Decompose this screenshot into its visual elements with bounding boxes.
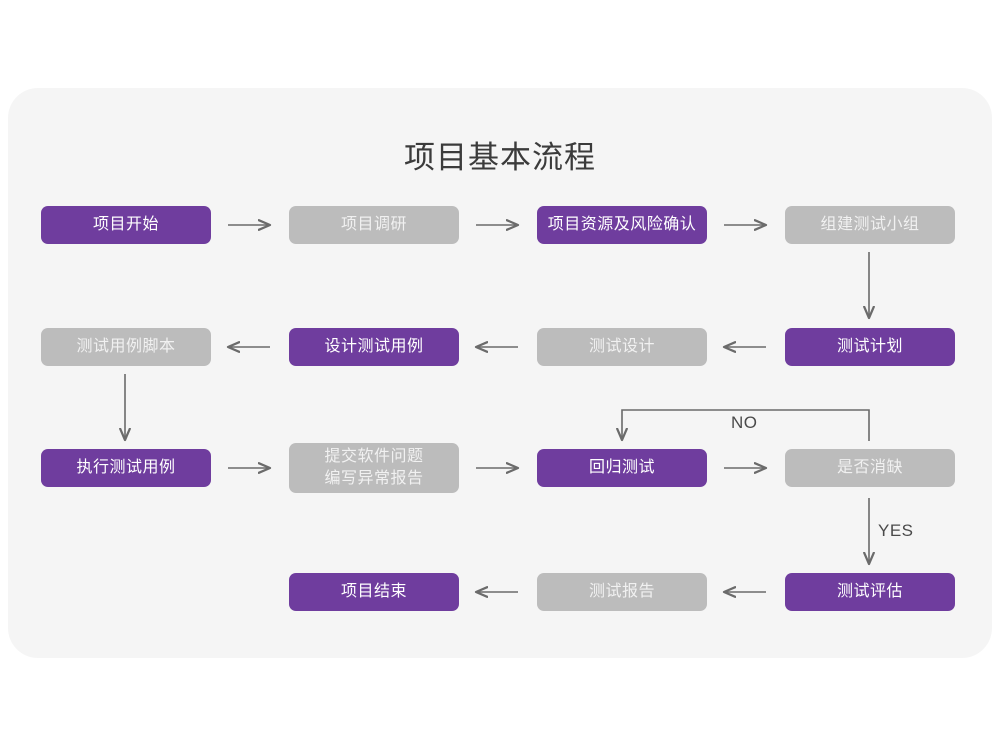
node-execute-test-case[interactable]: 执行测试用例 — [41, 449, 211, 487]
edge-label-yes: YES — [878, 521, 914, 540]
node-test-report[interactable]: 测试报告 — [537, 573, 707, 611]
node-label: 项目资源及风险确认 — [547, 216, 697, 233]
page-title: 项目基本流程 — [404, 140, 596, 175]
node-project-end[interactable]: 项目结束 — [289, 573, 459, 611]
node-label: 项目开始 — [92, 216, 159, 233]
node-build-test-team[interactable]: 组建测试小组 — [785, 206, 955, 244]
node-design-test-case[interactable]: 设计测试用例 — [289, 328, 459, 366]
node-regression-test[interactable]: 回归测试 — [537, 449, 707, 487]
node-submit-issue-report[interactable]: 提交软件问题 编写异常报告 — [289, 443, 459, 493]
node-label: 测试评估 — [836, 583, 903, 600]
node-label: 测试报告 — [588, 583, 655, 600]
node-project-research[interactable]: 项目调研 — [289, 206, 459, 244]
node-resource-risk-confirm[interactable]: 项目资源及风险确认 — [537, 206, 707, 244]
node-defects-cleared[interactable]: 是否消缺 — [785, 449, 955, 487]
node-label: 项目调研 — [340, 216, 407, 233]
flowchart-card — [8, 88, 992, 658]
node-label: 组建测试小组 — [820, 216, 920, 233]
node-label: 设计测试用例 — [324, 338, 424, 355]
node-project-start[interactable]: 项目开始 — [41, 206, 211, 244]
node-test-case-script[interactable]: 测试用例脚本 — [41, 328, 211, 366]
node-label: 回归测试 — [588, 459, 655, 476]
node-label: 是否消缺 — [836, 459, 903, 476]
edge-label-no: NO — [731, 413, 758, 432]
node-test-design[interactable]: 测试设计 — [537, 328, 707, 366]
node-label: 测试用例脚本 — [76, 338, 176, 355]
node-label: 测试设计 — [588, 338, 655, 355]
node-label: 测试计划 — [836, 338, 903, 355]
node-test-evaluation[interactable]: 测试评估 — [785, 573, 955, 611]
node-label: 执行测试用例 — [76, 459, 176, 476]
node-label: 项目结束 — [340, 583, 407, 600]
node-label: 提交软件问题 编写异常报告 — [324, 448, 424, 487]
node-test-plan[interactable]: 测试计划 — [785, 328, 955, 366]
